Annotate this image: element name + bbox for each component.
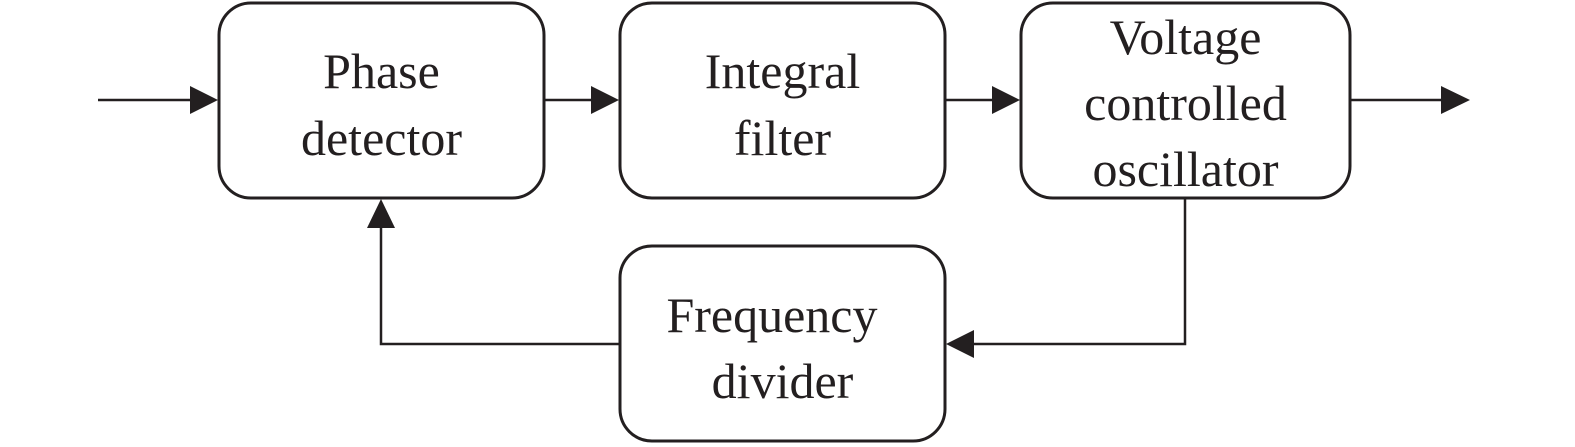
integral-filter-block: Integral filter	[618, 1, 947, 200]
divider-to-pd-arrow	[367, 199, 620, 346]
integral-filter-label-line-2: filter	[734, 110, 832, 166]
phase-detector-label-line-1: Phase	[323, 43, 440, 99]
pd-to-filter-arrow	[544, 86, 619, 114]
phase-detector-block: Phase detector	[217, 1, 546, 200]
frequency-divider-label-line-2: divider	[712, 353, 854, 409]
vco-block: Voltage controlled oscillator	[1019, 1, 1352, 200]
filter-to-vco-arrow	[945, 86, 1020, 114]
vco-label-line-1: Voltage	[1110, 9, 1262, 65]
frequency-divider-label-line-1: Frequency	[666, 287, 877, 343]
phase-detector-label-line-2: detector	[301, 110, 462, 166]
frequency-divider-block: Frequency divider	[618, 244, 947, 443]
output-arrow	[1350, 86, 1470, 114]
vco-label-line-3: oscillator	[1092, 141, 1278, 197]
vco-label-line-2: controlled	[1084, 75, 1287, 131]
integral-filter-label-line-1: Integral	[705, 43, 860, 99]
input-arrow	[98, 86, 218, 114]
vco-to-divider-arrow	[946, 198, 1187, 358]
